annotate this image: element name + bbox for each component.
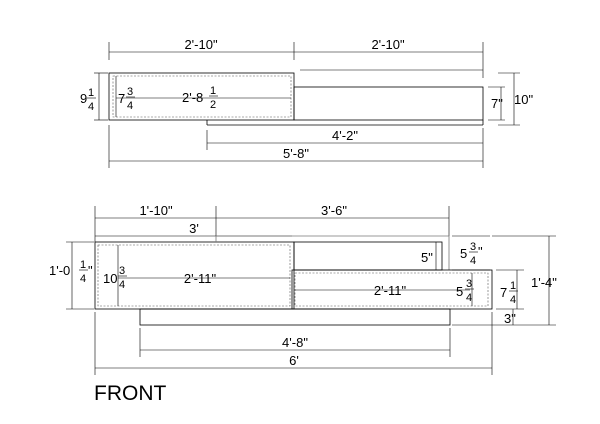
front-inner-height-whole: 5 [456,284,463,299]
top-overall-width-label: 5'-8" [283,146,309,161]
view-label: FRONT [94,382,166,405]
front-drawer-height-whole: 10 [103,271,117,286]
front-inner-height-num: 3 [466,278,472,290]
top-inner-den: 4 [127,100,133,112]
front-right-height-num: 1 [510,280,516,292]
front-height-main: 1'-0 [49,263,70,278]
front-left-drawer-dashed [97,244,291,307]
top-inner-length-den: 2 [210,99,216,111]
front-overall-width-label: 6' [289,353,299,368]
front-drawer-right-length-label: 2'-11" [374,283,407,298]
top-inner-num: 3 [127,86,133,98]
front-plinth-label: 3" [504,311,516,326]
front-drawer-height-den: 4 [119,279,125,291]
front-middle-cabinet [293,241,443,271]
front-right-height-den: 4 [510,294,516,306]
front-drawer-height-num: 3 [119,265,125,277]
front-drawer-left-length-label: 2'-11" [184,271,217,286]
front-right-height-whole: 7 [500,285,507,300]
top-depth-den: 4 [88,101,94,113]
top-right-box [293,86,484,121]
front-gap-right-quote: " [478,244,483,259]
front-gap-right-num: 3 [470,241,476,253]
top-depth-right-label: 10" [514,92,533,107]
front-upper-total-label: 3' [189,221,199,236]
top-depth-whole: 9 [80,91,87,106]
front-inner-height-den: 4 [466,292,472,304]
top-view: 2'-10" 2'-10" 9 1 4 7 3 4 2'-8 1 2 [80,37,533,168]
top-inner-length-num: 1 [210,85,216,97]
front-height-den: 4 [80,273,86,285]
top-base-width-label: 4'-2" [332,128,358,143]
front-right-drawer-dashed [294,272,489,307]
front-upper-left-label: 1'-10" [139,203,173,218]
front-height-num: 1 [80,259,86,271]
front-view: 1'-10" 3'-6" 3' 1'-0 1 4 " 10 3 4 2'-11" [49,203,557,375]
top-width-left-label: 2'-10" [184,37,218,52]
top-depth-num: 1 [88,87,94,99]
top-left-inner-dashed [112,75,292,118]
top-inner-length-main: 2'-8 [182,90,203,105]
front-overall-height-label: 1'-4" [531,275,557,290]
front-base-width-label: 4'-8" [282,335,308,350]
top-step-label: 7" [491,96,503,111]
front-gap-right-whole: 5 [460,246,467,261]
top-width-right-label: 2'-10" [371,37,405,52]
top-inner-whole: 7 [118,91,125,106]
front-plinth [139,308,451,326]
front-gap-5-label: 5" [421,250,433,265]
front-height-quote: " [88,263,93,278]
front-upper-right-label: 3'-6" [321,203,347,218]
front-gap-right-den: 4 [470,255,476,267]
